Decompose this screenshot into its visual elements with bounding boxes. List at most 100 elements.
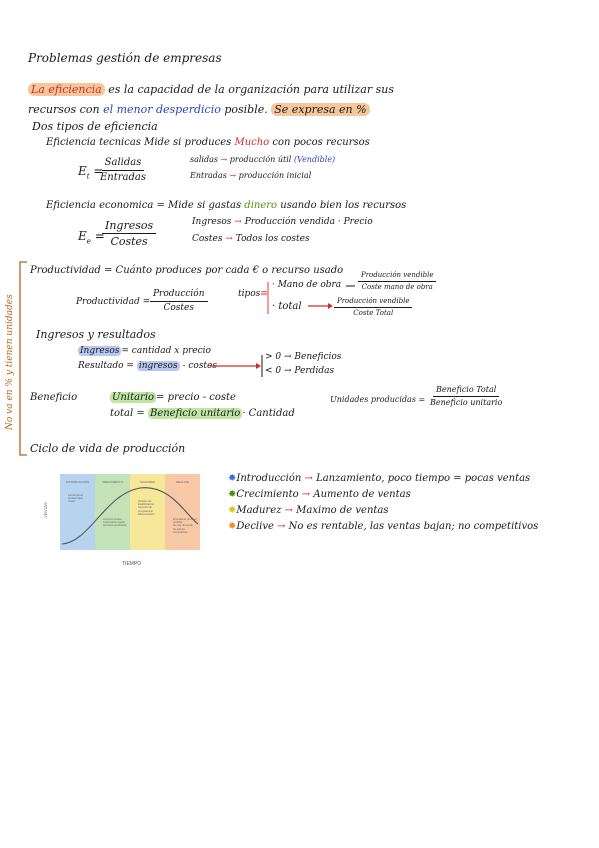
type-total: · total	[272, 301, 302, 312]
tech-denominator: Entradas	[100, 172, 146, 183]
def-part-a: recursos con	[28, 103, 100, 116]
note1b: producción útil	[229, 155, 292, 164]
page-title: Problemas gestión de empresas	[28, 51, 222, 65]
econ-fraction: Ingresos Costes	[102, 220, 157, 248]
unitario-rest: = precio - coste	[156, 392, 236, 403]
type-total-fraction: Producción vendible Coste Total	[334, 298, 413, 317]
economic-efficiency-line: Eficiencia economica = Mide si gastas di…	[46, 201, 406, 211]
tech-text-a: Eficiencia tecnicas Mide si produces	[46, 137, 232, 148]
bullet: Aumenta producción	[103, 524, 127, 528]
stage-desc: Lanzamiento, poco tiempo = pocas ventas	[316, 473, 531, 484]
lifecycle-curve	[61, 487, 199, 545]
bullet: Crecimiento rápido	[103, 521, 125, 525]
bullet: El producto ya no es rentable	[173, 518, 197, 525]
lifecycle-curve-svg	[61, 487, 199, 545]
star-icon: ✸	[228, 489, 237, 500]
stage-item: ✸Crecimiento → Aumento de ventas	[228, 490, 411, 500]
units-denominator: Beneficio unitario	[430, 398, 503, 407]
total-arrow-head	[328, 303, 333, 309]
def-part-blue: el menor desperdicio	[103, 103, 221, 116]
note2b: producción inicial	[238, 171, 312, 180]
ir-heading: Ingresos y resultados	[36, 328, 156, 341]
econ-text-green: dinero	[244, 200, 278, 211]
phase-bullets: Lanzamiento Ventas bajas Coste	[68, 494, 94, 504]
bullet: Ventas más	[138, 500, 152, 503]
tech-text-c: con pocos recursos	[272, 137, 370, 148]
resultado-b: - costes	[182, 361, 217, 371]
tech-formula-lhs: Et =	[78, 164, 104, 181]
unitario-highlight: Unitario	[110, 392, 157, 403]
bullet: Diferenciación	[138, 512, 155, 516]
ingresos-highlight: Ingresos	[78, 346, 122, 356]
lt-line: < 0 → Perdidas	[265, 366, 335, 376]
total-denominator: Coste Total	[353, 309, 394, 317]
chart-y-label: VENTAS	[43, 502, 48, 518]
labour-denominator: Coste mano de obra	[361, 283, 433, 291]
econ-denominator: Costes	[110, 235, 148, 248]
stage-item: ✸Introducción → Lanzamiento, poco tiempo…	[228, 474, 530, 484]
bullet: Ventas bajas	[68, 497, 83, 501]
tech-numerator: Salidas	[101, 158, 145, 171]
tech-note-2: Entradas → producción inicial	[190, 171, 312, 180]
phase-title: DECLIVE	[176, 480, 189, 484]
productivity-formula-lhs: Productividad =	[76, 297, 151, 307]
efficiency-definition-line1: La eficiencia es la capacidad de la orga…	[28, 83, 394, 96]
arrow-icon: →	[301, 473, 317, 484]
chart-x-label: TIEMPO	[122, 561, 142, 567]
econ-numerator: Ingresos	[102, 220, 157, 234]
result-arrow-head	[256, 363, 261, 369]
efficiency-term-highlight: La eficiencia	[28, 83, 105, 96]
types-text: tipos	[238, 289, 261, 299]
total-line: total = Beneficio unitario· Cantidad	[110, 408, 295, 419]
enote2b: Todos los costes	[235, 234, 310, 244]
bullet: Lanzamiento	[68, 494, 83, 497]
gt-label: Beneficios	[294, 352, 342, 362]
tech-text-red: Mucho	[234, 137, 270, 148]
bullet: Aumento de competencia	[138, 506, 153, 513]
efficiency-def-text: es la capacidad de la organización para …	[108, 83, 394, 96]
stage-item: ✸Declive → No es rentable, las ventas ba…	[228, 522, 538, 532]
arrow-icon: →	[273, 521, 289, 532]
ingresos-rest: = cantidad x precio	[121, 346, 211, 356]
prod-denominator: Costes	[163, 303, 195, 313]
phase-declive: DECLIVE El producto ya no es rentable No…	[165, 474, 200, 550]
stage-desc: Aumento de ventas	[313, 489, 411, 500]
total-numerator: Producción vendible	[334, 298, 413, 308]
lifecycle-chart: INTRODUCCIÓN Lanzamiento Ventas bajas Co…	[60, 474, 200, 550]
econ-note-2: Costes → Todos los costes	[192, 234, 310, 244]
enote1b: Producción vendida · Precio	[244, 217, 373, 227]
arrow-icon: →	[298, 489, 314, 500]
beneficio-label: Beneficio	[30, 392, 78, 403]
star-icon: ✸	[228, 473, 237, 484]
productivity-definition: Productividad = Cuánto produces por cada…	[30, 265, 344, 276]
econ-text-a: Eficiencia economica = Mide si gastas	[46, 200, 242, 211]
resultado-highlight: ingresos	[136, 361, 180, 371]
enote2a: Costes	[192, 234, 223, 244]
stage-name: Madurez	[236, 505, 282, 516]
star-icon: ✸	[228, 521, 237, 532]
stage-name: Declive	[236, 521, 274, 532]
efficiency-definition-line2: recursos con el menor desperdicio posibl…	[28, 103, 370, 116]
note2a: Entradas	[190, 171, 227, 180]
labour-numerator: Producción vendible	[358, 272, 437, 282]
econ-e: E	[78, 229, 87, 243]
phase-introduccion: INTRODUCCIÓN Lanzamiento Ventas bajas Co…	[60, 474, 95, 550]
type-labour: · Mano de obra	[272, 280, 342, 290]
lt-symbol: < 0	[265, 366, 282, 376]
note1c: (Vendible)	[293, 155, 336, 164]
prod-numerator: Producción	[150, 290, 208, 302]
resultado-a: Resultado =	[78, 361, 134, 371]
phase-crecimiento: CRECIMIENTO Aumento ventas Crecimiento r…	[95, 474, 130, 550]
econ-formula-lhs: Ee =	[78, 229, 105, 246]
lt-label: Perdidas	[294, 366, 335, 376]
phase-title: MADUREZ	[140, 480, 155, 484]
units-numerator: Beneficio Total	[432, 386, 500, 397]
phase-madurez: MADUREZ Ventas más Estabilización Aument…	[130, 474, 165, 550]
phase-title: CRECIMIENTO	[102, 480, 123, 484]
def-part-c: posible.	[224, 103, 268, 116]
total-a: total =	[110, 408, 145, 419]
tech-e: E	[78, 164, 87, 178]
productivity-fraction: Producción Costes	[150, 290, 208, 313]
econ-sub: e	[86, 237, 91, 246]
